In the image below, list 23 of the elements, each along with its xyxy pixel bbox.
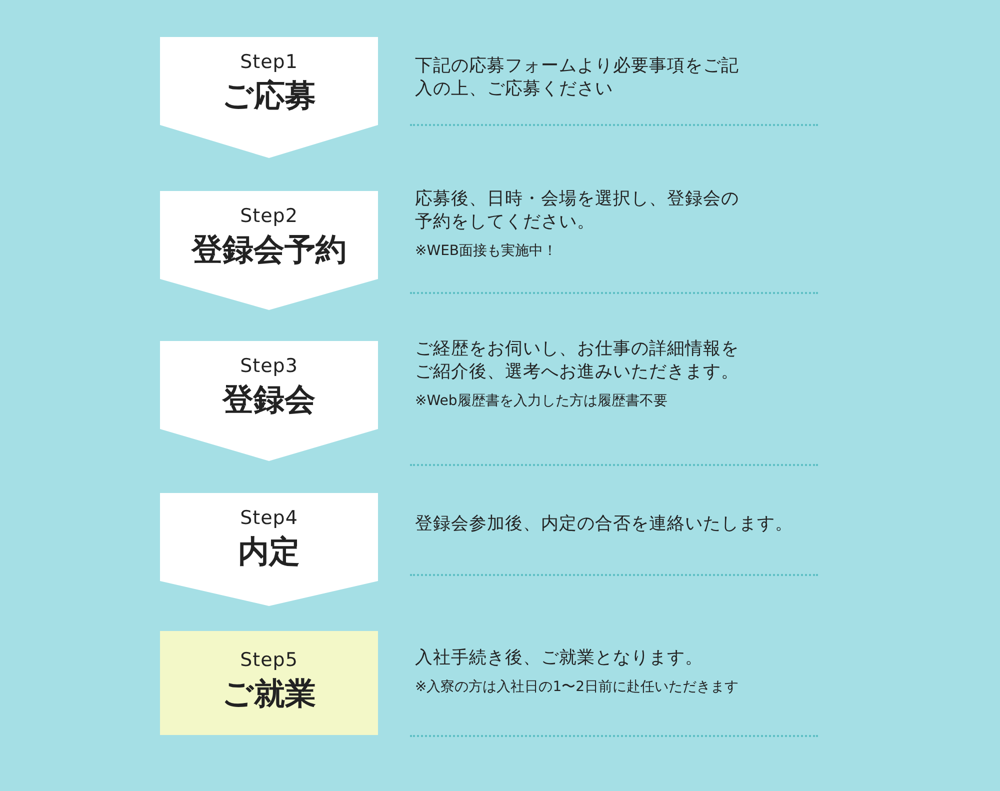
step-number: Step5	[240, 649, 298, 671]
step-number: Step1	[240, 51, 298, 73]
step-note: ※WEB面接も実施中！	[415, 242, 558, 260]
chevron-arrow	[160, 429, 378, 461]
chevron-arrow	[160, 279, 378, 310]
step-description: 応募後、日時・会場を選択し、登録会の予約をしてください。	[415, 188, 740, 234]
step-title: 内定	[238, 533, 300, 572]
step-title: ご就業	[222, 675, 316, 714]
step-note: ※入寮の方は入社日の1〜2日前に赴任いただきます	[415, 678, 740, 696]
step-box	[160, 631, 378, 735]
step-number: Step3	[240, 355, 298, 377]
step-title: 登録会	[222, 381, 316, 420]
step-description: 下記の応募フォームより必要事項をご記入の上、ご応募ください	[415, 55, 740, 101]
chevron-arrow	[160, 125, 378, 158]
step-description: 入社手続き後、ご就業となります。	[415, 647, 704, 670]
step-description: 登録会参加後、内定の合否を連絡いたします。	[415, 513, 794, 536]
chevron-arrow	[160, 581, 378, 606]
step-title: 登録会予約	[192, 231, 346, 270]
step-number: Step2	[240, 205, 298, 227]
step-title: ご応募	[222, 77, 316, 116]
step-note: ※Web履歴書を入力した方は履歴書不要	[415, 392, 668, 410]
step-number: Step4	[240, 507, 298, 529]
step-description: ご経歴をお伺いし、お仕事の詳細情報をご紹介後、選考へお進みいただきます。	[415, 338, 740, 384]
